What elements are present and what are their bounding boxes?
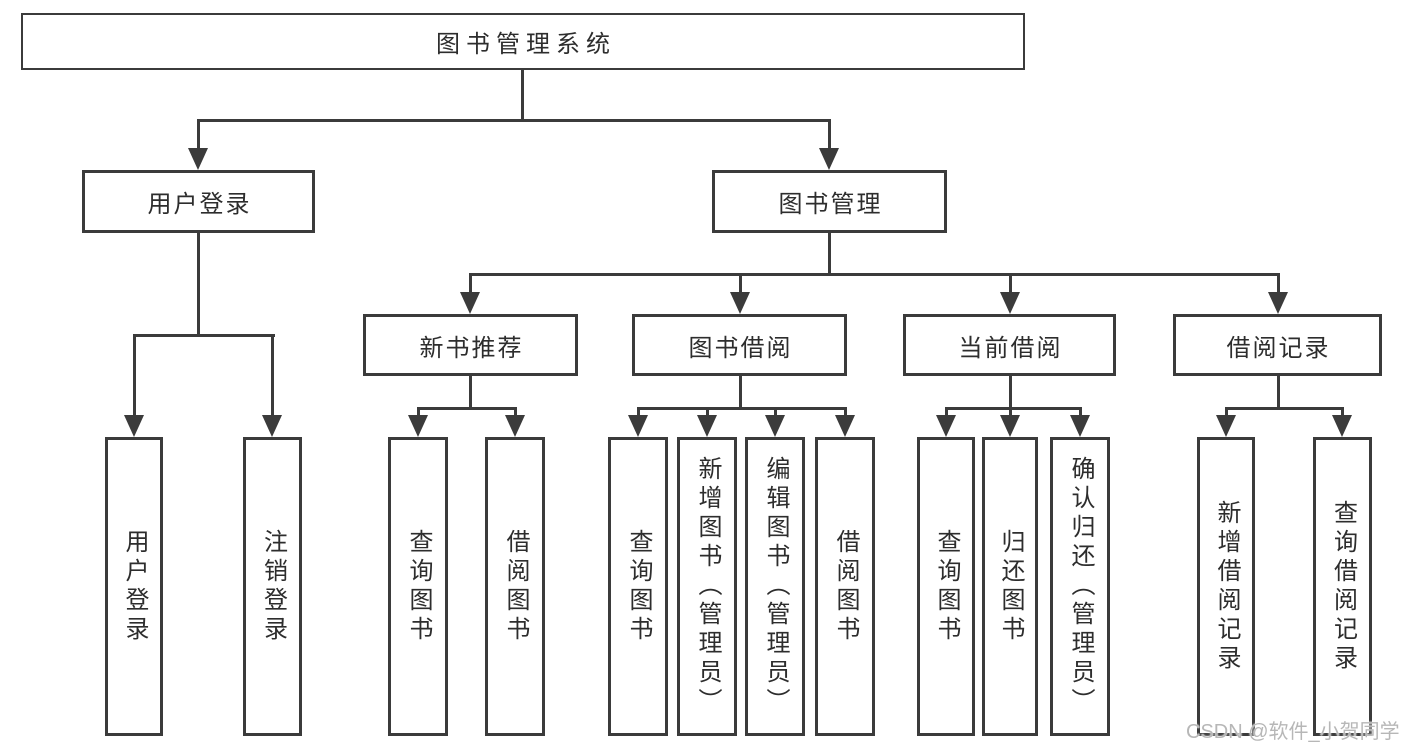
leaf-add-book-admin: 新增图书（管理员） xyxy=(677,437,737,736)
connector-v xyxy=(738,376,742,407)
node-label: 确认归还（管理员） xyxy=(1067,456,1094,717)
connector-h xyxy=(132,334,275,337)
leaf-borrow-books-recommend: 借阅图书 xyxy=(485,437,545,736)
node-label: 借阅图书 xyxy=(832,528,859,645)
leaf-query-books-borrow: 查询图书 xyxy=(608,437,668,736)
connector-v xyxy=(196,119,200,148)
arrow-down-icon xyxy=(1268,292,1288,314)
node-label: 图书管理 xyxy=(778,191,883,218)
arrow-down-icon xyxy=(1000,415,1020,437)
node-label: 注销登录 xyxy=(259,528,287,645)
connector-h xyxy=(196,119,831,122)
connector-v xyxy=(196,233,200,334)
node-label: 编辑图书（管理员） xyxy=(762,456,789,717)
arrow-down-icon xyxy=(628,415,648,437)
node-label: 查询图书 xyxy=(933,528,960,645)
node-borrow-records: 借阅记录 xyxy=(1173,314,1382,376)
arrow-down-icon xyxy=(697,415,717,437)
connector-v xyxy=(636,407,640,415)
node-label: 当前借阅 xyxy=(958,334,1063,362)
node-label: 图书借阅 xyxy=(688,334,793,362)
node-label: 归还图书 xyxy=(997,528,1024,645)
arrow-down-icon xyxy=(1000,292,1020,314)
leaf-borrow-books: 借阅图书 xyxy=(815,437,875,736)
connector-v xyxy=(843,407,847,415)
arrow-down-icon xyxy=(262,415,282,437)
connector-v xyxy=(520,70,524,119)
node-label: 查询图书 xyxy=(625,528,652,645)
leaf-user-login: 用户登录 xyxy=(105,437,163,736)
connector-h xyxy=(1224,407,1344,410)
arrow-down-icon xyxy=(124,415,144,437)
connector-h xyxy=(944,407,1082,410)
arrow-down-icon xyxy=(1332,415,1352,437)
connector-v xyxy=(1276,376,1280,407)
connector-v xyxy=(827,233,831,273)
connector-v xyxy=(1078,407,1082,415)
connector-v xyxy=(944,407,948,415)
connector-v xyxy=(1276,273,1280,292)
leaf-confirm-return-admin: 确认归还（管理员） xyxy=(1050,437,1110,736)
connector-v xyxy=(827,119,831,148)
connector-h xyxy=(468,273,1280,276)
arrow-down-icon xyxy=(460,292,480,314)
connector-v xyxy=(1008,407,1012,415)
connector-v xyxy=(1008,376,1012,407)
arrow-down-icon xyxy=(1216,415,1236,437)
leaf-edit-book-admin: 编辑图书（管理员） xyxy=(745,437,805,736)
connector-v xyxy=(1224,407,1228,415)
connector-v xyxy=(1340,407,1344,415)
node-label: 用户登录 xyxy=(147,191,252,218)
connector-v xyxy=(468,273,472,292)
csdn-watermark: CSDN @软件_小贺同学 xyxy=(1186,721,1400,743)
leaf-logout: 注销登录 xyxy=(243,437,302,736)
connector-h xyxy=(416,407,517,410)
arrow-down-icon xyxy=(1070,415,1090,437)
leaf-add-borrow-record: 新增借阅记录 xyxy=(1197,437,1255,736)
connector-v xyxy=(513,407,517,415)
arrow-down-icon xyxy=(408,415,428,437)
connector-v xyxy=(271,334,274,415)
leaf-query-books-current: 查询图书 xyxy=(917,437,975,736)
node-book-management: 图书管理 xyxy=(712,170,947,233)
leaf-return-book: 归还图书 xyxy=(982,437,1038,736)
node-label: 借阅记录 xyxy=(1226,334,1331,362)
node-label: 新增图书（管理员） xyxy=(694,456,721,717)
arrow-down-icon xyxy=(730,292,750,314)
arrow-down-icon xyxy=(765,415,785,437)
connector-v xyxy=(132,334,136,415)
connector-v xyxy=(705,407,709,415)
leaf-query-books-recommend: 查询图书 xyxy=(388,437,448,736)
node-current-borrow: 当前借阅 xyxy=(903,314,1116,376)
node-label: 借阅图书 xyxy=(502,528,529,645)
node-library-system: 图书管理系统 xyxy=(21,13,1025,70)
arrow-down-icon xyxy=(819,148,839,170)
connector-h xyxy=(636,407,847,410)
node-user-login: 用户登录 xyxy=(82,170,315,233)
connector-v xyxy=(469,376,472,407)
node-label: 查询借阅记录 xyxy=(1329,499,1357,674)
node-label: 用户登录 xyxy=(121,528,148,645)
connector-v xyxy=(738,273,742,292)
connector-v xyxy=(416,407,420,415)
arrow-down-icon xyxy=(936,415,956,437)
node-label: 新书推荐 xyxy=(419,334,524,362)
arrow-down-icon xyxy=(505,415,525,437)
node-label: 新增借阅记录 xyxy=(1213,499,1240,674)
arrow-down-icon xyxy=(188,148,208,170)
leaf-query-borrow-record: 查询借阅记录 xyxy=(1313,437,1372,736)
connector-v xyxy=(1008,273,1012,292)
node-new-book-recommend: 新书推荐 xyxy=(363,314,578,376)
connector-v xyxy=(773,407,777,415)
node-label: 图书管理系统 xyxy=(436,31,616,58)
node-label: 查询图书 xyxy=(405,528,432,645)
arrow-down-icon xyxy=(835,415,855,437)
node-book-borrow: 图书借阅 xyxy=(632,314,847,376)
